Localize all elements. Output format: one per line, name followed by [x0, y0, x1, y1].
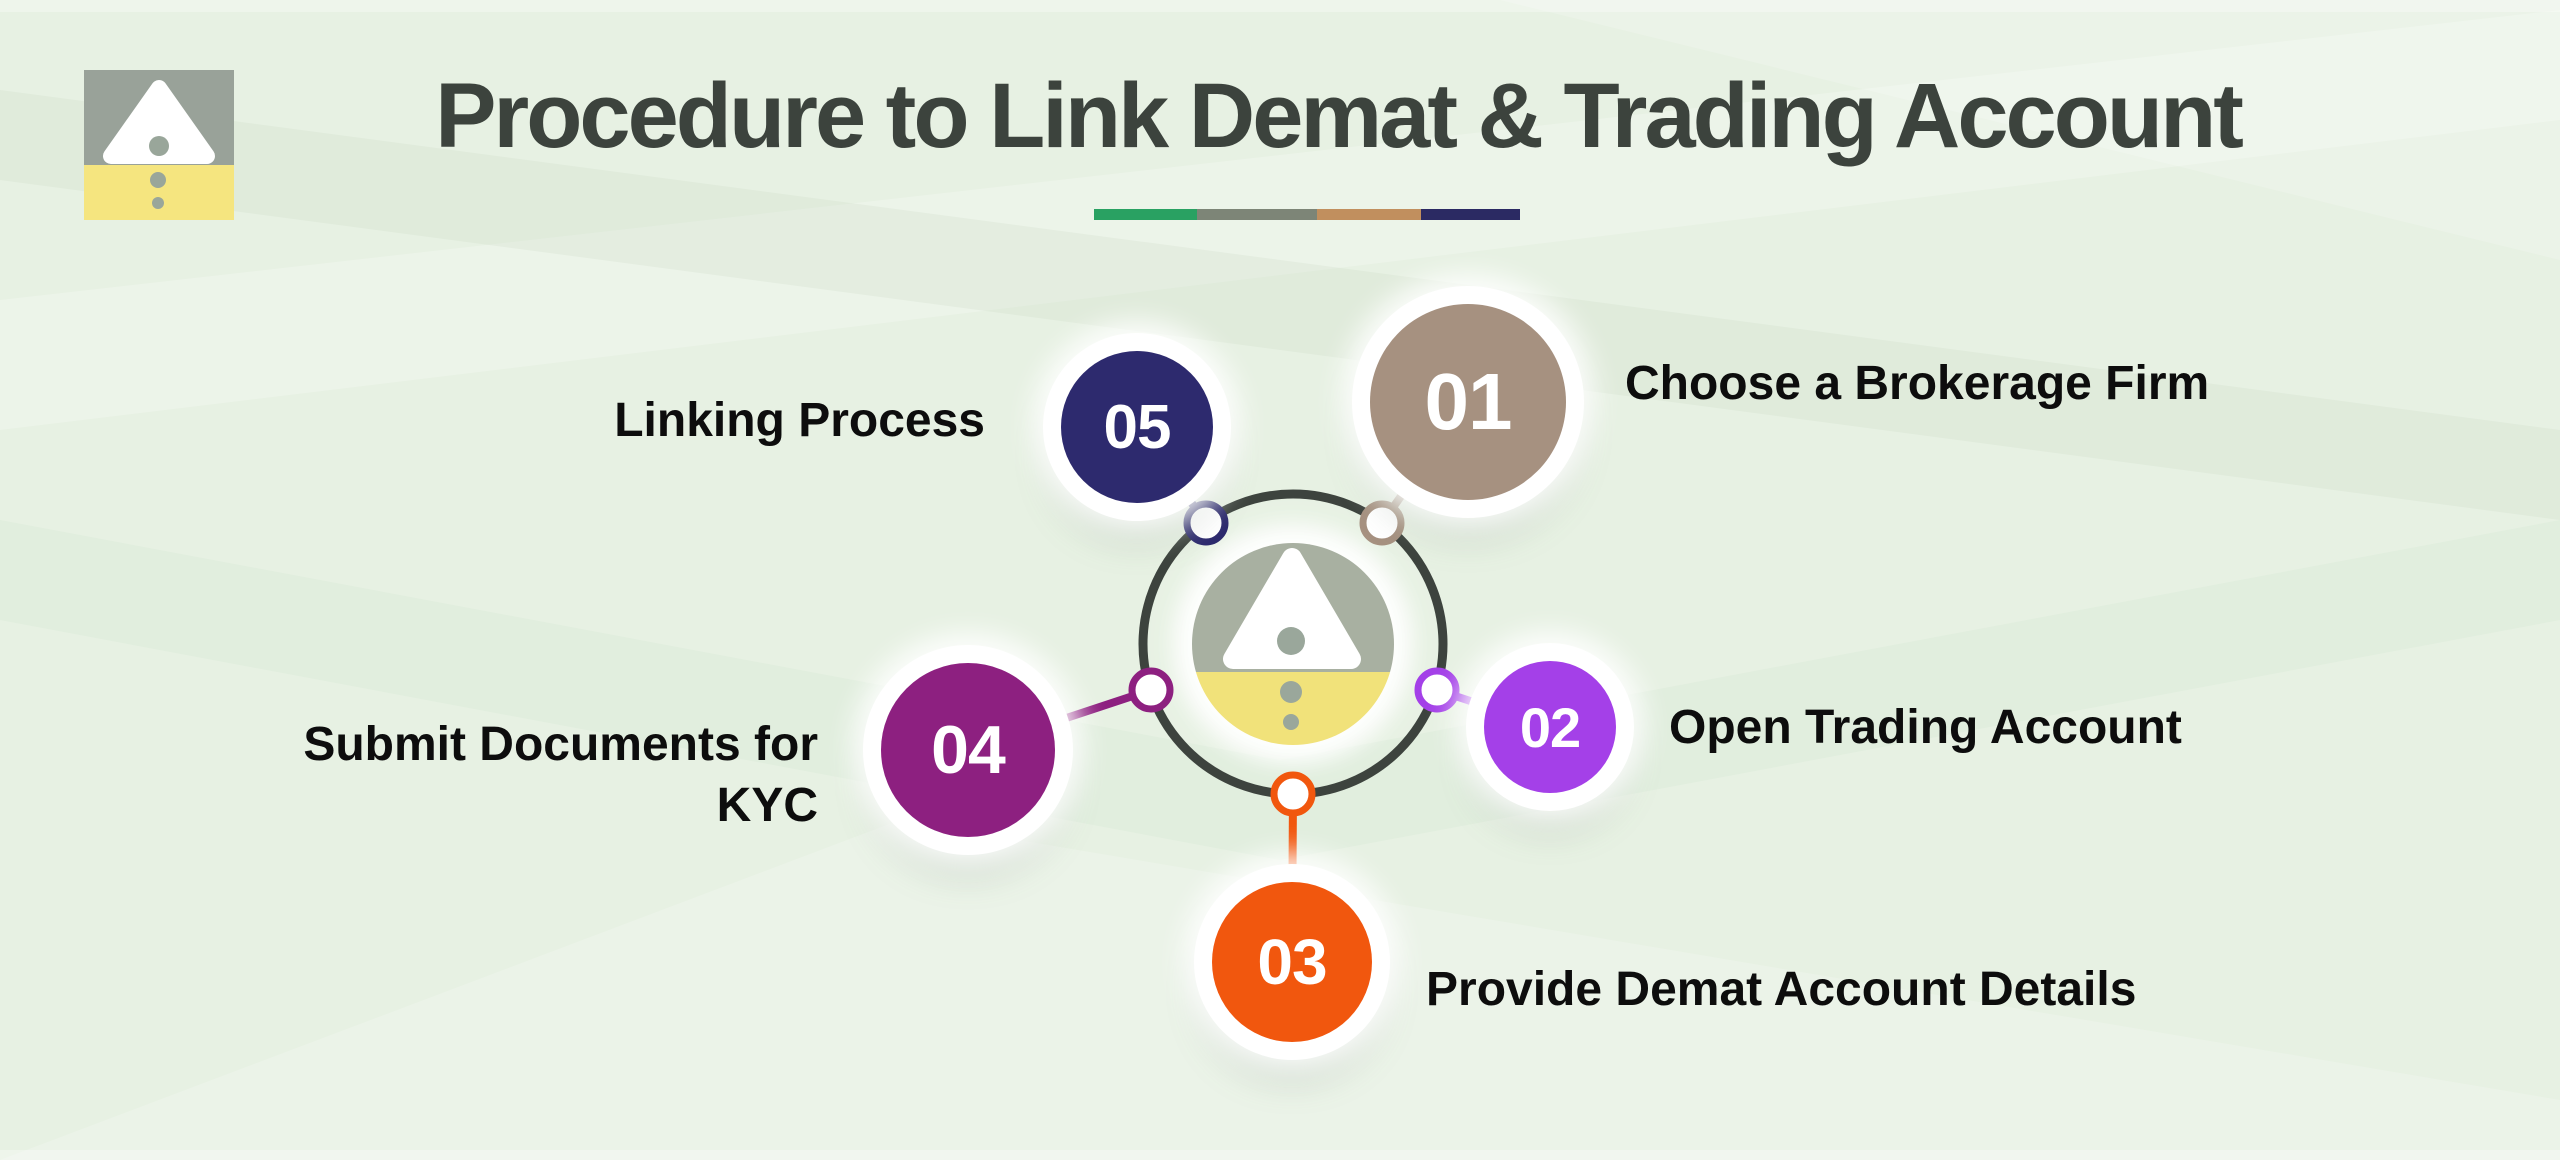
connector-node-01: [1359, 500, 1405, 546]
hub-triangle-icon: [1223, 548, 1361, 669]
step-number: 01: [1424, 357, 1513, 446]
logo-dot-icon: [149, 136, 169, 156]
divider-segment-tan: [1317, 209, 1421, 220]
step-circle-02: 02: [1484, 661, 1616, 793]
connector-node-02: [1414, 667, 1460, 713]
connector-node-04: [1128, 667, 1174, 713]
step-number: 04: [931, 712, 1006, 788]
connector-node-05: [1183, 500, 1229, 546]
hub-dot-icon: [1280, 681, 1302, 703]
step-number: 02: [1519, 695, 1581, 759]
step-circle-04: 04: [881, 663, 1055, 837]
connector-node-03: [1270, 771, 1316, 817]
step-label-01: Choose a Brokerage Firm: [1625, 357, 2210, 410]
logo-dot-icon: [152, 197, 164, 209]
hub-dot-icon: [1277, 627, 1305, 655]
step-number: 03: [1257, 926, 1327, 998]
page-title: Procedure to Link Demat & Trading Accoun…: [435, 65, 2244, 167]
step-label-04: Submit Documents for KYC: [303, 718, 818, 832]
step-circle-05: 05: [1061, 351, 1213, 503]
logo-dot-icon: [150, 172, 166, 188]
title-divider: [1094, 209, 1520, 220]
step-circle-01: 01: [1370, 304, 1566, 500]
divider-segment-gray: [1197, 209, 1317, 220]
step-label-03: Provide Demat Account Details: [1426, 963, 2137, 1016]
divider-segment-navy: [1421, 209, 1520, 220]
divider-segment-green: [1094, 209, 1197, 220]
hub-logo: [1192, 543, 1394, 745]
step-label-02: Open Trading Account: [1669, 701, 2182, 754]
step-circle-03: 03: [1212, 882, 1372, 1042]
step-number: 05: [1103, 392, 1172, 462]
step-label-05: Linking Process: [614, 394, 985, 447]
hub-dot-icon: [1283, 714, 1299, 730]
company-logo: [84, 70, 234, 220]
